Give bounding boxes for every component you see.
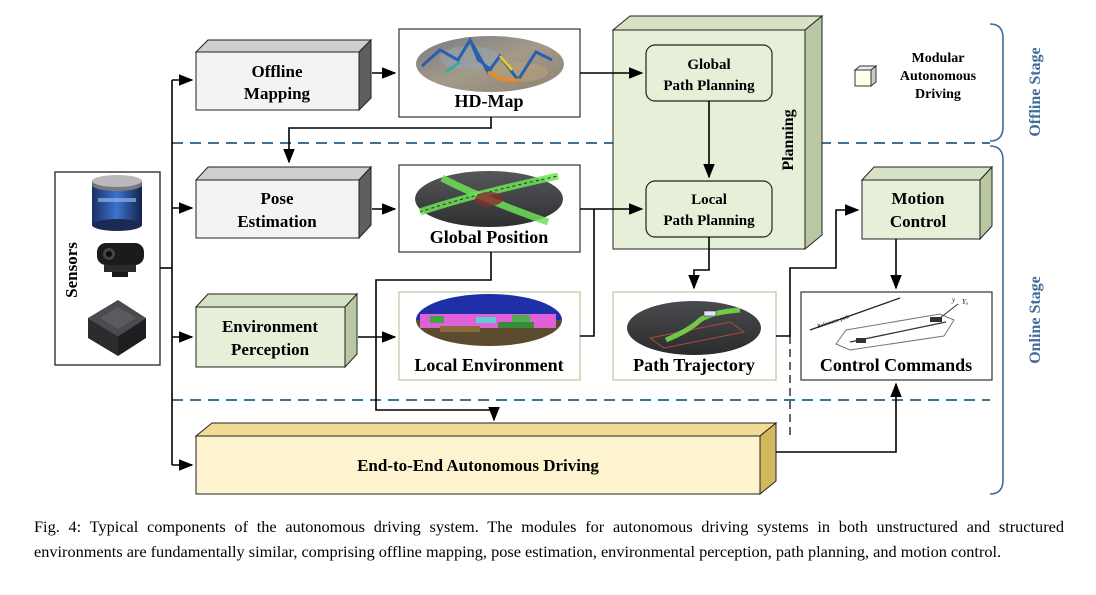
offline-stage-brace: [989, 23, 1004, 142]
autonomous-driving-diagram: Offline Stage Online Stage Planning Glob…: [54, 14, 1044, 496]
legend-line2: Autonomous: [900, 69, 977, 84]
planning-label: Planning: [780, 109, 797, 170]
offline-mapping-line1: Offline: [252, 62, 303, 81]
path-trajectory-image: [627, 301, 761, 355]
connectors: [160, 67, 902, 471]
local-environment-image: [416, 294, 562, 346]
sensors-label: Sensors: [62, 242, 81, 298]
y-axis-label: y: [951, 296, 956, 304]
global-position-box: Global Position: [398, 164, 581, 253]
motion-control-line2: Control: [890, 212, 947, 231]
imu-sensor-image: [88, 300, 146, 356]
end-to-end-label: End-to-End Autonomous Driving: [357, 456, 599, 475]
local-environment-box: Local Environment: [398, 291, 581, 381]
local-path-planning-box: Local Path Planning: [645, 180, 773, 238]
ys-axis-label: Yₐ: [962, 298, 968, 306]
global-position-image: [415, 171, 563, 227]
figure-caption: Fig. 4: Typical components of the autono…: [34, 517, 1064, 561]
global-path-planning-box: Global Path Planning: [645, 44, 773, 102]
local-path-planning-line2: Path Planning: [663, 213, 755, 229]
legend-line1: Modular: [912, 51, 965, 66]
pose-estimation-line1: Pose: [260, 189, 294, 208]
offline-mapping-module: Offline Mapping: [194, 38, 373, 112]
pose-estimation-module: Pose Estimation: [194, 165, 373, 240]
global-path-planning-line1: Global: [687, 57, 730, 73]
control-commands-box: Reference path y Yₐ Control Commands: [800, 291, 993, 381]
control-commands-label: Control Commands: [820, 355, 972, 375]
global-position-label: Global Position: [430, 227, 549, 247]
online-stage-label: Online Stage: [1027, 276, 1044, 364]
legend-line3: Driving: [915, 87, 961, 102]
environment-perception-line1: Environment: [222, 317, 318, 336]
local-path-planning-line1: Local: [691, 192, 727, 208]
legend-cube-icon: [853, 64, 878, 88]
local-environment-label: Local Environment: [414, 355, 563, 375]
pose-estimation-line2: Estimation: [237, 212, 317, 231]
hd-map-image: [416, 36, 564, 92]
path-trajectory-box: Path Trajectory: [612, 291, 777, 381]
hd-map-box: HD-Map: [398, 28, 581, 118]
end-to-end-module: End-to-End Autonomous Driving: [194, 421, 778, 496]
motion-control-module: Motion Control: [860, 165, 994, 241]
offline-stage-label: Offline Stage: [1027, 47, 1044, 136]
path-trajectory-label: Path Trajectory: [633, 355, 755, 375]
legend: Modular Autonomous Driving: [853, 51, 977, 102]
offline-mapping-line2: Mapping: [244, 84, 311, 103]
environment-perception-line2: Perception: [231, 340, 310, 359]
environment-perception-module: Environment Perception: [194, 292, 359, 369]
hd-map-label: HD-Map: [455, 91, 524, 111]
online-stage-brace: [989, 145, 1004, 495]
sensors-box: Sensors: [54, 171, 161, 366]
global-path-planning-line2: Path Planning: [663, 78, 755, 94]
camera-sensor-image: [97, 243, 144, 277]
lidar-sensor-image: [92, 175, 142, 231]
motion-control-line1: Motion: [892, 189, 945, 208]
